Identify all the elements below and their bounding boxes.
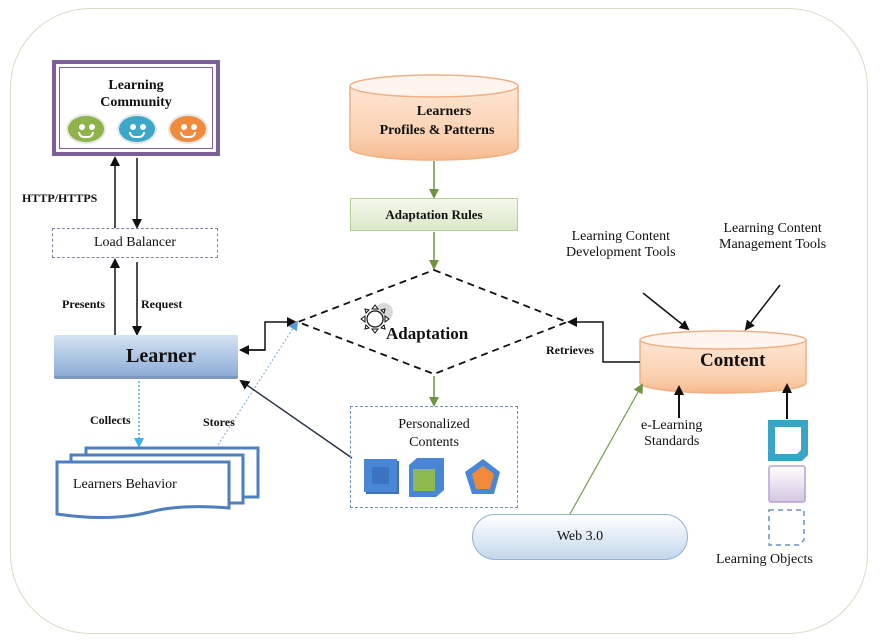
http-label: HTTP/HTTPS	[22, 191, 98, 205]
orange-smiley-icon	[168, 114, 208, 144]
arrow-web30	[569, 383, 643, 515]
dev-tools-line2: Development Tools	[566, 245, 676, 261]
profiles-label-line2: Profiles & Patterns	[379, 123, 495, 138]
learner-box: Learner	[54, 335, 238, 379]
profiles-cylinder	[349, 74, 519, 161]
sun-icon	[360, 303, 393, 334]
arrow-mgmt-tools	[744, 284, 781, 331]
learning-objects-icons	[768, 420, 808, 546]
arrow-dev-tools	[642, 292, 690, 331]
mgmt-tools-line2: Management Tools	[719, 237, 827, 253]
learning-community-label: Learning Community	[100, 78, 172, 110]
adaptation-diamond	[295, 269, 570, 375]
personalized-label-line1: Personalized	[398, 417, 470, 432]
standards-line2: Standards	[644, 434, 700, 450]
adaptation-label: Adaptation	[386, 324, 469, 343]
elearning-standards-label: e-Learning Standards	[641, 418, 702, 450]
collects-label: Collects	[90, 413, 131, 427]
learning-community-box: Learning Community	[52, 60, 220, 156]
standards-line1: e-Learning	[641, 418, 703, 433]
stores-label: Stores	[203, 415, 235, 429]
arrow-retrieves	[567, 317, 640, 363]
mgmt-tools-label: Learning Content Management Tools	[719, 221, 826, 253]
green-smiley-icon	[66, 114, 106, 144]
diagram-frame	[10, 8, 868, 634]
web30-box: Web 3.0	[472, 514, 688, 560]
learners-behavior-document	[55, 446, 260, 520]
arrow-personalized-to-learner	[239, 379, 353, 459]
arrow-learner-adaptation	[240, 317, 297, 351]
content-label: Content	[700, 350, 766, 371]
content-cylinder	[639, 330, 807, 394]
presents-label: Presents	[62, 297, 106, 311]
arrow-stores	[217, 320, 299, 446]
dev-tools-label: Learning Content Development Tools	[566, 229, 676, 261]
mgmt-tools-line1: Learning Content	[723, 221, 822, 236]
personalized-label-line2: Contents	[409, 434, 459, 450]
profiles-label-line1: Learners	[416, 104, 472, 119]
personalized-contents-box: Personalized Contents	[350, 406, 518, 508]
request-label: Request	[141, 297, 183, 311]
content-shapes-icons	[364, 458, 500, 497]
learning-objects-label: Learning Objects	[716, 552, 813, 567]
retrieves-label: Retrieves	[546, 343, 594, 357]
blue-smiley-icon	[117, 114, 157, 144]
load-balancer-box: Load Balancer	[52, 228, 218, 258]
adaptation-rules-box: Adaptation Rules	[350, 198, 518, 231]
dev-tools-line1: Learning Content	[571, 229, 670, 244]
learners-behavior-label: Learners Behavior	[73, 477, 177, 492]
